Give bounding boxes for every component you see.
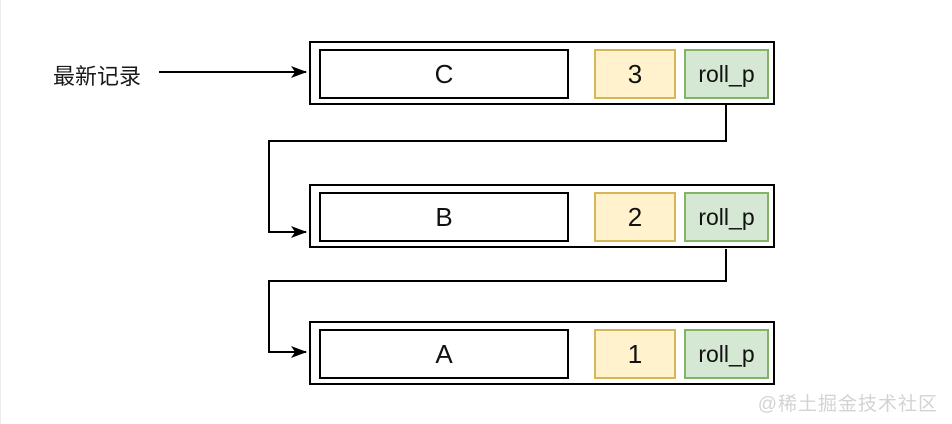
record-name-cell: B	[319, 192, 569, 242]
record-version-cell: 2	[594, 192, 676, 242]
roll-pointer-cell: roll_p	[684, 329, 769, 379]
record-row-a: A 1 roll_p	[309, 321, 775, 385]
latest-record-label: 最新记录	[52, 64, 141, 89]
record-version-cell: 1	[594, 329, 676, 379]
record-name-cell: C	[319, 49, 569, 99]
roll-pointer-cell: roll_p	[684, 192, 769, 242]
record-version-cell: 3	[594, 49, 676, 99]
roll-pointer-cell: roll_p	[684, 49, 769, 99]
watermark: @稀土掘金技术社区	[757, 394, 938, 415]
record-name-cell: A	[319, 329, 569, 379]
record-row-c: C 3 roll_p	[309, 41, 775, 105]
record-row-b: B 2 roll_p	[309, 184, 775, 248]
